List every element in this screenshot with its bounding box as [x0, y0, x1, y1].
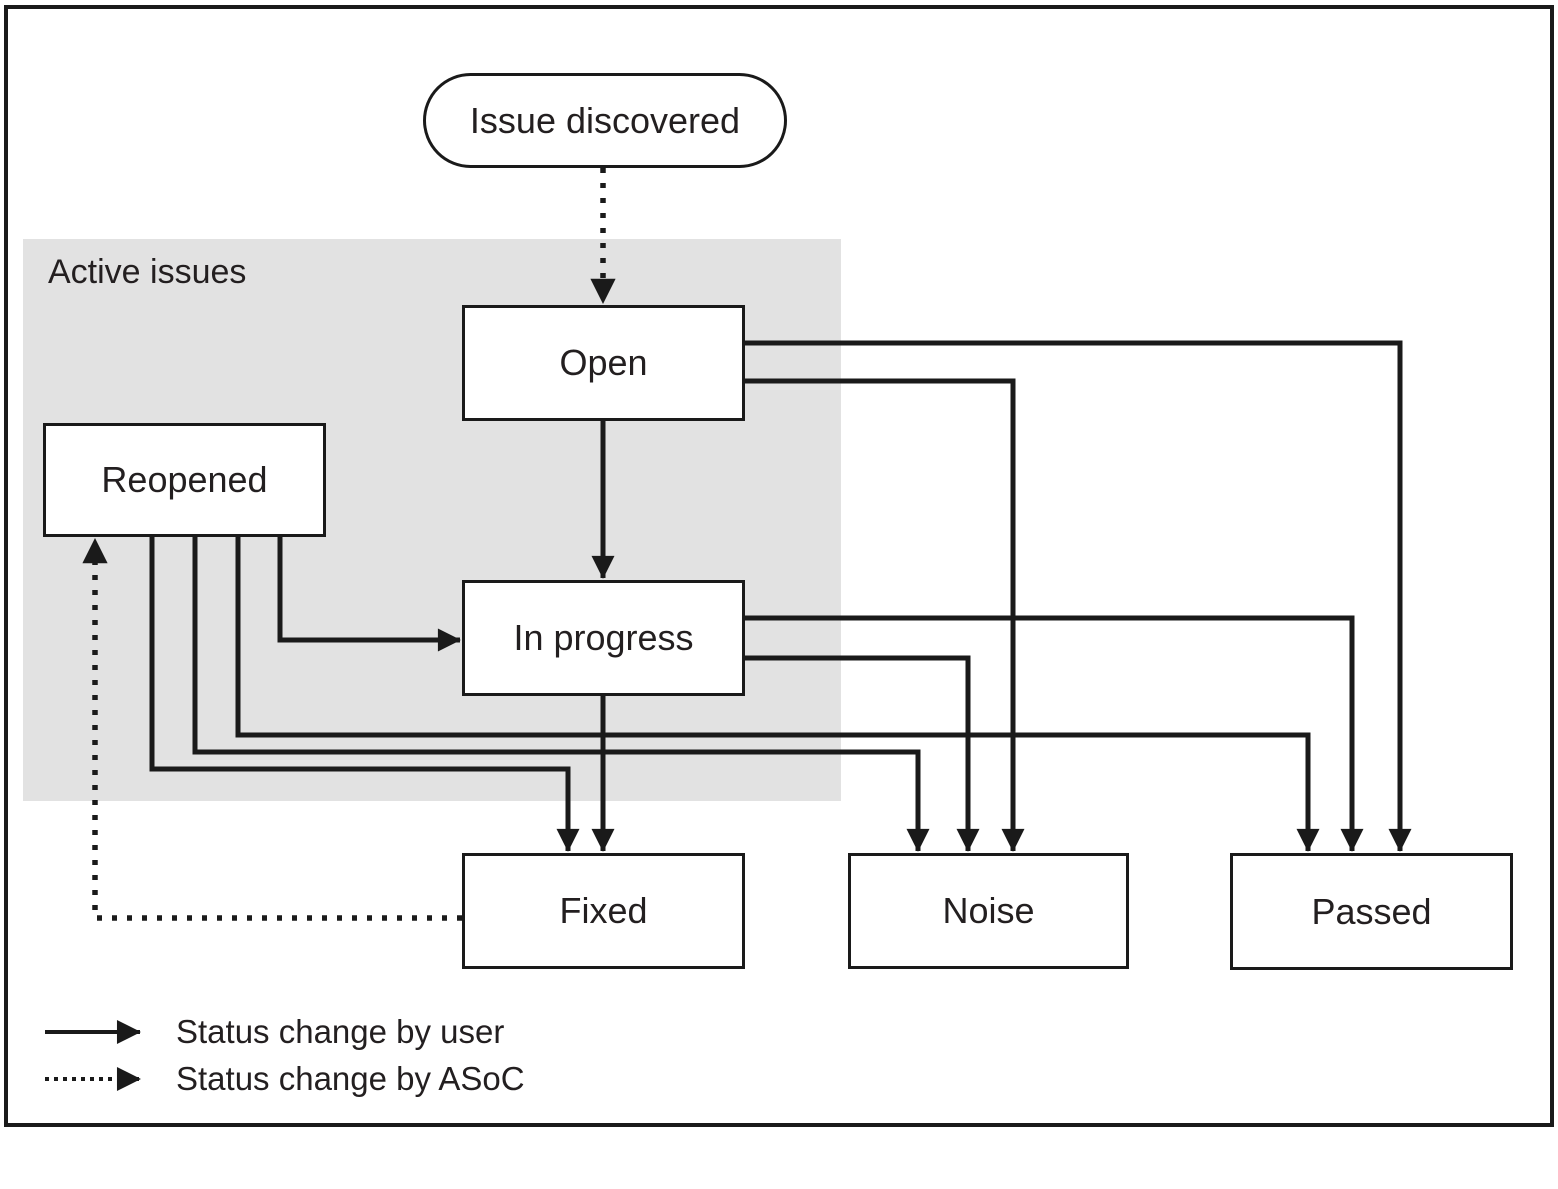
node-passed-label: Passed [1311, 890, 1432, 932]
active-issues-region-label: Active issues [48, 253, 247, 291]
node-fixed-label: Fixed [559, 890, 648, 931]
node-reopened: Reopened [43, 423, 326, 537]
edge-reopened-noise [192, 537, 930, 852]
node-reopened-label: Reopened [101, 459, 268, 500]
node-noise-label: Noise [942, 890, 1035, 931]
edge-in-progress-passed [745, 615, 1364, 852]
node-open: Open [462, 305, 745, 421]
edge-fixed-reopened [82, 537, 462, 921]
edge-open-noise [745, 378, 1025, 852]
node-noise: Noise [848, 853, 1129, 969]
edge-reopened-passed [235, 537, 1320, 852]
node-passed: Passed [1230, 853, 1513, 970]
edge-reopened-in-progress [277, 537, 461, 652]
node-fixed: Fixed [462, 853, 745, 969]
edge-reopened-fixed [149, 537, 580, 852]
edge-open-passed [745, 340, 1412, 852]
node-in-progress-label: In progress [513, 617, 694, 658]
node-in-progress: In progress [462, 580, 745, 696]
node-open-label: Open [559, 342, 648, 383]
legend-user-label: Status change by user [176, 1013, 505, 1050]
legend-asoc-label: Status change by ASoC [176, 1060, 525, 1097]
edge-in-progress-noise [745, 655, 980, 852]
node-issue-discovered: Issue discovered [423, 73, 787, 168]
node-issue-discovered-label: Issue discovered [469, 99, 741, 141]
